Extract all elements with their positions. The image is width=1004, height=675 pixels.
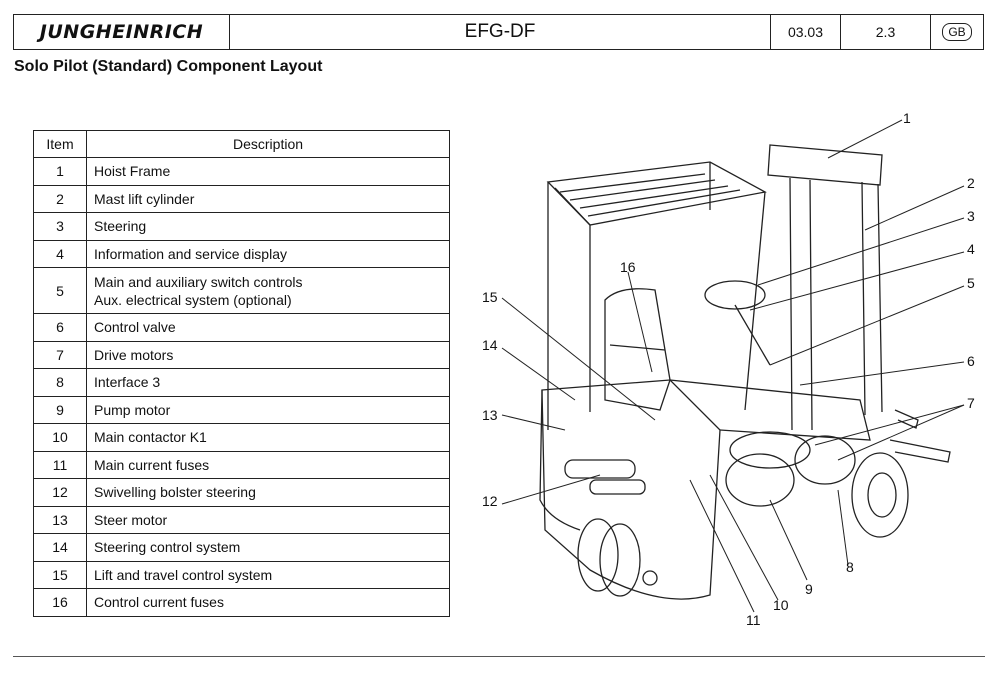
language-code: GB	[942, 23, 972, 41]
callout-labels: 1 2 3 4 5 6 7 8 9 10 11 12 13 14 15 16	[482, 110, 975, 628]
item-number: 10	[33, 423, 87, 452]
item-description: Swivelling bolster steering	[86, 478, 450, 507]
item-number: 15	[33, 560, 87, 589]
callout-3: 3	[967, 208, 975, 224]
item-number: 11	[33, 450, 87, 479]
item-number: 9	[33, 395, 87, 424]
callout-16: 16	[620, 259, 636, 275]
item-number: 5	[33, 267, 87, 314]
item-number: 3	[33, 212, 87, 241]
page-title: Solo Pilot (Standard) Component Layout	[14, 58, 323, 75]
footer-divider	[13, 656, 985, 657]
item-description: Drive motors	[86, 340, 450, 369]
callout-9: 9	[805, 581, 813, 597]
callout-11: 11	[746, 612, 761, 628]
item-number: 13	[33, 505, 87, 534]
forklift-illustration	[539, 144, 951, 600]
item-description: Information and service display	[86, 239, 450, 268]
callout-8: 8	[846, 559, 854, 575]
callout-4: 4	[967, 241, 975, 257]
model-name: EFG-DF	[230, 15, 771, 49]
item-number: 4	[33, 239, 87, 268]
item-description: Steering control system	[86, 533, 450, 562]
leader-lines	[501, 119, 965, 613]
callout-2: 2	[967, 175, 975, 191]
callout-12: 12	[482, 493, 498, 509]
item-description: Main contactor K1	[86, 423, 450, 452]
callout-7: 7	[967, 395, 975, 411]
item-description-line2: Aux. electrical system (optional)	[94, 291, 292, 308]
item-number: 7	[33, 340, 87, 369]
item-number: 16	[33, 588, 87, 617]
item-number: 1	[33, 157, 87, 186]
item-description: Mast lift cylinder	[86, 184, 450, 213]
callout-1: 1	[903, 110, 911, 126]
section-number: 2.3	[841, 15, 931, 49]
item-description: Steer motor	[86, 505, 450, 534]
item-description: Control valve	[86, 313, 450, 342]
item-number: 2	[33, 184, 87, 213]
item-description: Main current fuses	[86, 450, 450, 479]
brand-logo: JUNGHEINRICH	[14, 15, 230, 49]
callout-15: 15	[482, 289, 498, 305]
item-number: 6	[33, 313, 87, 342]
callout-13: 13	[482, 407, 498, 423]
item-number: 14	[33, 533, 87, 562]
callout-14: 14	[482, 337, 498, 353]
callout-6: 6	[967, 353, 975, 369]
item-description: Steering	[86, 212, 450, 241]
item-number: 8	[33, 368, 87, 397]
item-description: Hoist Frame	[86, 157, 450, 186]
forklift-diagram: 1 2 3 4 5 6 7 8 9 10 11 12 13 14 15 16	[482, 110, 975, 628]
callout-5: 5	[967, 275, 975, 291]
issue-date: 03.03	[771, 15, 841, 49]
item-description: Control current fuses	[86, 588, 450, 617]
callout-10: 10	[773, 597, 789, 613]
column-header-item: Item	[33, 130, 87, 158]
item-number: 12	[33, 478, 87, 507]
item-description: Lift and travel control system	[86, 560, 450, 589]
item-description: Pump motor	[86, 395, 450, 424]
item-description-line1: Main and auxiliary switch controls	[94, 273, 303, 290]
column-header-description: Description	[86, 130, 450, 158]
page-header: JUNGHEINRICH EFG-DF 03.03 2.3 GB	[13, 14, 984, 50]
language-badge: GB	[931, 15, 983, 49]
item-description: Interface 3	[86, 368, 450, 397]
